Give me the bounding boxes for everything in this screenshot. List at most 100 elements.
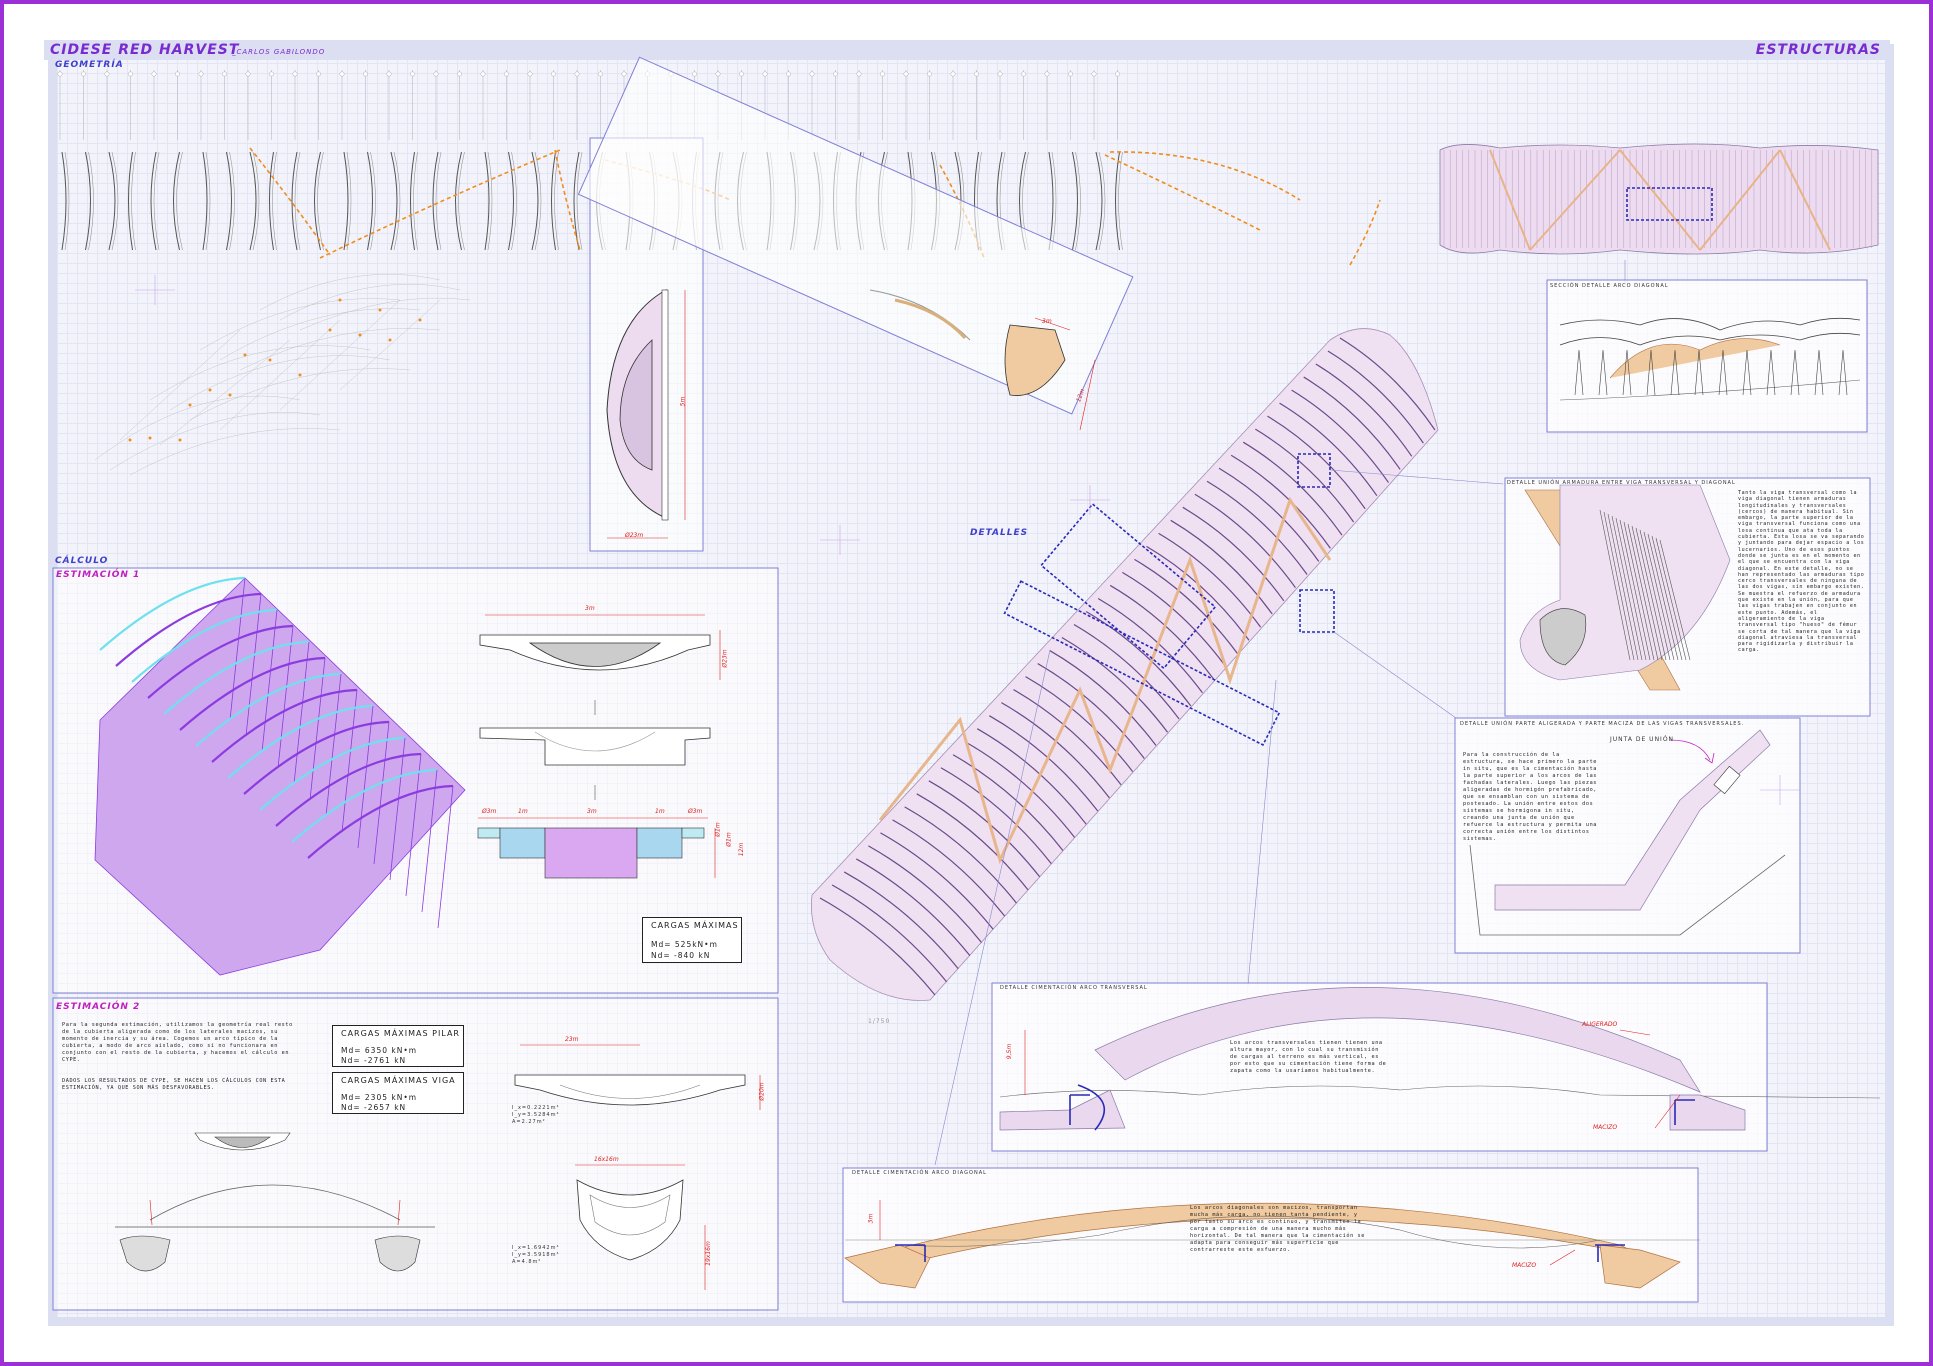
estimate1-model bbox=[94, 576, 466, 976]
e2-prop1-0: I_x=0.2221m⁴ bbox=[512, 1105, 560, 1111]
roof-rib bbox=[952, 754, 1064, 851]
section-diagonal-shape bbox=[1004, 324, 1066, 396]
e2-prop2-0: I_x=1.6942m⁴ bbox=[512, 1245, 560, 1251]
axis-bubble bbox=[1068, 71, 1073, 77]
e1-dim-0: 3m bbox=[585, 605, 595, 612]
estimate1-heading: ESTIMACIÓN 1 bbox=[56, 570, 141, 580]
rib bbox=[249, 151, 257, 251]
rib bbox=[573, 151, 580, 251]
estimate2-text-2: DADOS LOS RESULTADOS DE CYPE, SE HACEN L… bbox=[62, 1078, 286, 1091]
estimate2-heading: ESTIMACIÓN 2 bbox=[56, 1002, 141, 1012]
detail-transversal-dim: 9,5m bbox=[1006, 1043, 1014, 1060]
rebar bbox=[1603, 511, 1635, 661]
roof-rib bbox=[1218, 467, 1320, 562]
rib-inner bbox=[370, 151, 376, 251]
rib-inner bbox=[111, 151, 119, 251]
estimate1-rib-vertical bbox=[357, 705, 374, 849]
diag-spike bbox=[1622, 349, 1632, 396]
detail-transversal-text: Los arcos transversales tienen tienen un… bbox=[1230, 1040, 1387, 1074]
detail-union-title: DETALLE UNIÓN ARMADURA ENTRE VIGA TRANSV… bbox=[1507, 480, 1736, 486]
rebar bbox=[1607, 513, 1639, 661]
rib bbox=[455, 151, 462, 251]
roof-rib bbox=[1122, 571, 1227, 667]
detail-union-drawing bbox=[1519, 484, 1731, 691]
diag-spike bbox=[1646, 349, 1656, 396]
axis-bubble bbox=[57, 71, 63, 77]
pilar-loads-box: CARGAS MÁXIMAS PILAR Md= 6350 kN•m Nd= -… bbox=[332, 1025, 464, 1067]
axis-bubble bbox=[715, 71, 721, 77]
dim-base: Ø23m bbox=[625, 532, 644, 539]
rib-inner bbox=[393, 151, 401, 251]
e1-dim-6: Ø3m bbox=[688, 808, 703, 815]
roof-rib bbox=[1025, 676, 1134, 772]
axis-bubble bbox=[151, 71, 157, 77]
e2-dim-top: 23m bbox=[565, 1036, 579, 1043]
rib-inner bbox=[458, 151, 465, 251]
estimate1-rib-vertical bbox=[437, 785, 454, 929]
axis-bubble bbox=[1115, 71, 1120, 77]
section-name: ESTRUCTURAS bbox=[1755, 42, 1881, 58]
estimate1-rib bbox=[291, 768, 438, 843]
detail-transversal-macizo: MACIZO bbox=[1593, 1124, 1618, 1131]
diag-spike bbox=[1694, 349, 1704, 396]
estimate1-rib bbox=[227, 704, 374, 779]
rib bbox=[531, 151, 539, 251]
detail-transversal-drawing bbox=[999, 987, 1881, 1131]
rib-inner bbox=[252, 151, 260, 251]
roof-rib bbox=[1267, 415, 1366, 510]
roof-rib bbox=[1073, 623, 1180, 720]
crosshairs bbox=[135, 275, 1800, 805]
e1-dim-8: Ø1m bbox=[725, 832, 733, 847]
section-diagonal-box bbox=[577, 56, 1134, 415]
e1-dim-5: 1m bbox=[655, 808, 665, 815]
e2-prop1-1: I_y=3.5284m⁴ bbox=[512, 1112, 560, 1118]
estimate1-rib-vertical bbox=[277, 625, 294, 769]
rib bbox=[61, 151, 67, 251]
diag-spike bbox=[1742, 349, 1752, 396]
roof-rib bbox=[1315, 363, 1413, 457]
rib-inner bbox=[435, 151, 442, 251]
estimate2-drawings bbox=[115, 1044, 761, 1290]
e2-dim-right: Ø20m bbox=[758, 1082, 766, 1101]
pilar-loads-title: CARGAS MÁXIMAS PILAR bbox=[341, 1029, 460, 1038]
detail-diagonal-dim: 3m bbox=[867, 1213, 875, 1224]
roof-rib bbox=[1279, 402, 1378, 497]
axis-bubble bbox=[339, 71, 345, 77]
axis-bubble bbox=[551, 71, 556, 77]
rib bbox=[85, 151, 91, 251]
rebar bbox=[1647, 533, 1679, 661]
axis-bubble bbox=[692, 71, 697, 77]
estimate1-rib-vertical bbox=[293, 641, 310, 785]
axis-bubble bbox=[222, 71, 227, 77]
e2-dim-right2: 19x16m bbox=[704, 1241, 712, 1266]
viga-md: Md= 2305 kN•m bbox=[341, 1093, 418, 1102]
rebar bbox=[1639, 529, 1671, 661]
rib bbox=[1115, 151, 1120, 251]
detail-transversal-title: DETALLE CIMENTACIÓN ARCO TRANSVERSAL bbox=[1000, 985, 1148, 991]
rib-inner bbox=[1051, 151, 1057, 251]
estimate1-rib bbox=[115, 592, 262, 667]
rebar bbox=[1615, 517, 1647, 661]
diag-spike bbox=[1814, 349, 1824, 396]
axis-bubble bbox=[316, 71, 321, 77]
rebar bbox=[1655, 537, 1687, 661]
axis-bubble bbox=[175, 71, 180, 77]
estimate1-loads-box: CARGAS MÁXIMAS Md= 525kN•m Nd= -840 kN bbox=[642, 917, 742, 963]
detail-diagonal-text: Los arcos diagonales son macizos, transp… bbox=[1190, 1205, 1365, 1253]
axis-bubble bbox=[997, 71, 1003, 77]
rib-inner bbox=[205, 151, 211, 251]
rib-inner bbox=[176, 151, 183, 251]
detail-union-text: Tanto la viga transversal como la viga d… bbox=[1738, 490, 1865, 654]
rib-inner bbox=[346, 151, 352, 251]
axis-bubble bbox=[950, 71, 956, 77]
rib bbox=[432, 151, 439, 251]
estimate1-rib bbox=[195, 672, 342, 747]
estimate1-rib-vertical bbox=[309, 657, 326, 801]
rib bbox=[508, 151, 514, 251]
roof-rib bbox=[976, 728, 1087, 825]
main-roof-perspective bbox=[811, 328, 1439, 1001]
diag-spike bbox=[1790, 349, 1800, 396]
axis-bubble bbox=[927, 71, 932, 77]
axis-bubble bbox=[786, 71, 791, 77]
